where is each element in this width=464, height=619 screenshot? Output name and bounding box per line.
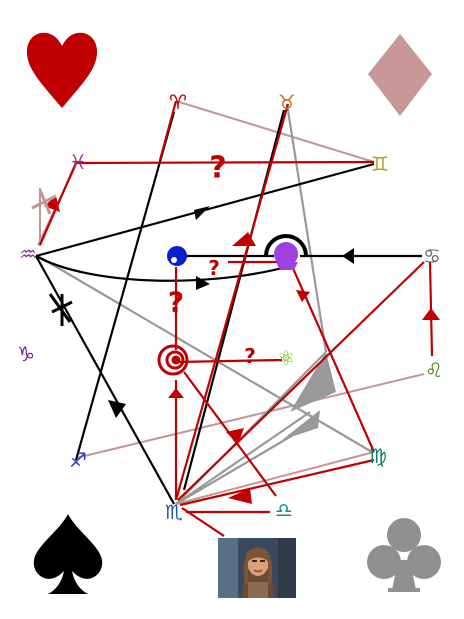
pisces-icon: ♓ — [69, 150, 87, 174]
sagittarius-icon: ♐ — [69, 448, 87, 472]
black-arrowhead — [108, 400, 126, 418]
spade-icon — [33, 514, 103, 594]
red-connections — [38, 100, 434, 537]
virgo-icon: ♍ — [369, 444, 387, 468]
black-arrowhead — [342, 248, 354, 264]
gemini-icon: ♊ — [371, 152, 389, 176]
red-arrowheads — [44, 196, 440, 504]
portrait-photo — [218, 538, 296, 598]
heart-icon — [26, 32, 98, 108]
blue-node — [167, 246, 187, 266]
cancer-icon: ♋ — [423, 244, 441, 268]
question-mark: ? — [209, 151, 226, 186]
zodiac-signs: ♈ ♉ ♊ ♋ ♌ ♍ ♎ ♏ ♐ ♑ ♒ ♓ ⚛ — [17, 90, 443, 524]
diamond-icon — [368, 34, 432, 116]
cross-mark — [51, 294, 73, 326]
aquarius-icon: ♒ — [19, 242, 37, 266]
black-arrowhead — [196, 276, 210, 290]
question-mark: ? — [244, 344, 256, 368]
black-arrowhead — [194, 206, 210, 220]
leo-icon: ♌ — [425, 358, 443, 382]
atom-icon: ⚛ — [277, 346, 295, 370]
gray-arrowhead — [282, 410, 320, 440]
purple-node — [274, 242, 298, 270]
taurus-icon: ♉ — [278, 90, 296, 114]
scorpio-icon: ♏ — [165, 500, 183, 524]
club-icon — [367, 518, 441, 592]
question-mark: ? — [208, 256, 220, 280]
black-connections — [35, 109, 422, 505]
libra-icon: ♎ — [275, 498, 293, 522]
cross-mark — [31, 189, 57, 215]
gray-arrowhead — [290, 352, 336, 412]
aries-icon: ♈ — [169, 90, 187, 114]
capricorn-icon: ♑ — [17, 342, 35, 366]
question-mark: ? — [168, 286, 184, 319]
red-spiral-node — [157, 344, 189, 376]
